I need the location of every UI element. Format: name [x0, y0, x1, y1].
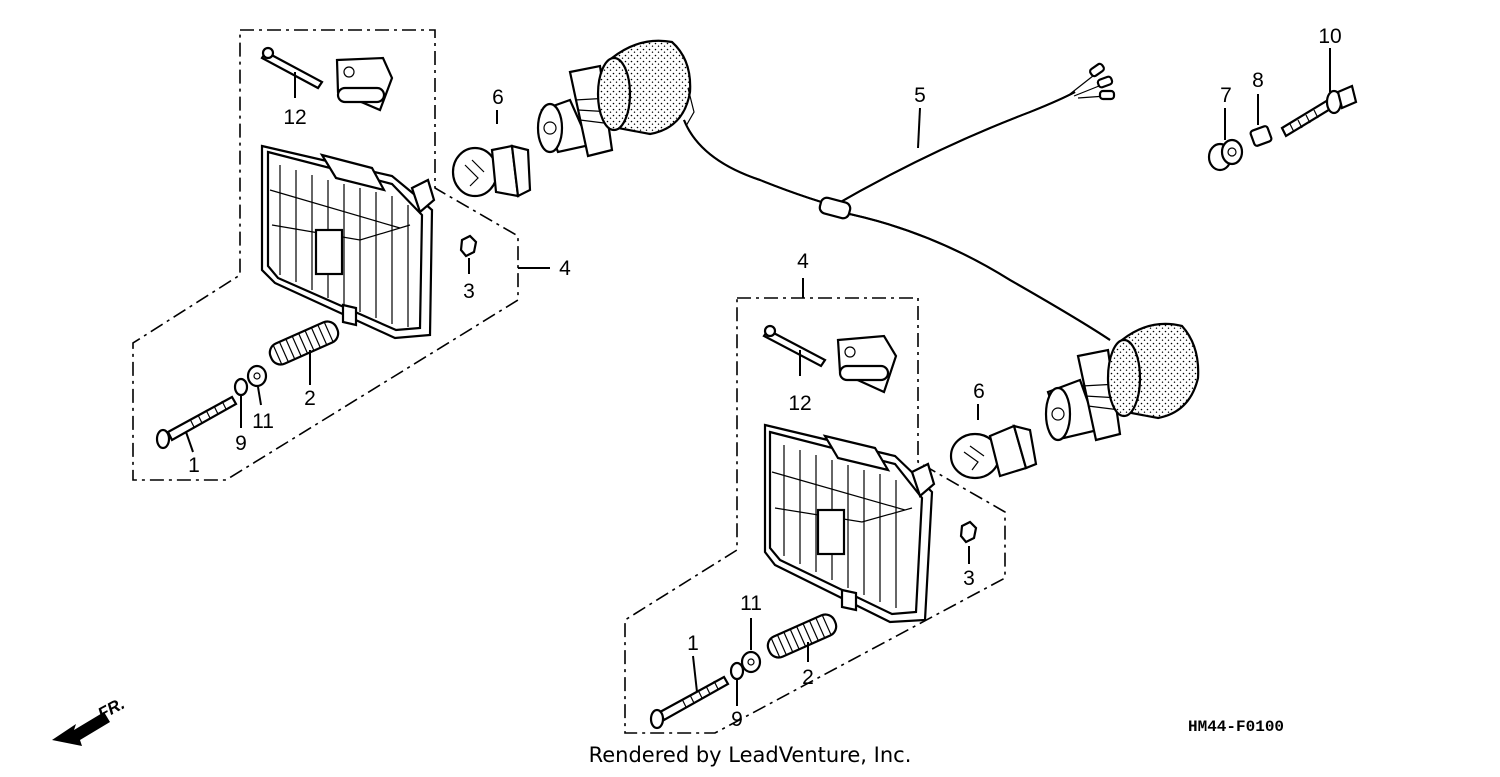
- collar: [1249, 125, 1273, 147]
- left-clip: [260, 46, 324, 90]
- figure-code: HM44-F0100: [1188, 718, 1284, 736]
- right-lamp-housing: [1106, 322, 1200, 420]
- right-headlight-unit: [763, 423, 936, 624]
- left-washer-11: [246, 364, 268, 388]
- right-group-boundary: [624, 297, 1006, 734]
- left-headlight-assembly: 12 3 4 2 11 9 1 6: [132, 29, 571, 481]
- callout-10: 10: [1318, 25, 1341, 48]
- callout-5: 5: [914, 84, 926, 107]
- callout-left-12: 12: [283, 106, 306, 129]
- callout-right-3: 3: [963, 567, 975, 590]
- right-nut: [959, 520, 978, 544]
- callout-right-11: 11: [740, 592, 762, 615]
- callout-right-12: 12: [788, 392, 811, 415]
- callout-left-9: 9: [235, 432, 247, 455]
- screw: [1280, 84, 1358, 138]
- left-spring: [268, 320, 340, 366]
- right-clip: [762, 324, 827, 368]
- callout-right-1: 1: [687, 632, 699, 655]
- callout-right-2: 2: [802, 666, 814, 689]
- callout-right-6: 6: [973, 380, 985, 403]
- callout-8: 8: [1252, 69, 1264, 92]
- callout-left-1: 1: [188, 454, 200, 477]
- callout-left-6: 6: [492, 86, 504, 109]
- callout-left-3: 3: [463, 280, 475, 303]
- grommet: [1207, 138, 1244, 172]
- callout-left-2: 2: [304, 387, 316, 410]
- left-bracket: [335, 56, 394, 112]
- left-nut: [459, 234, 478, 258]
- front-arrow-icon: [52, 712, 110, 746]
- callout-left-4: 4: [559, 257, 571, 280]
- right-washer-11: [740, 650, 762, 674]
- callout-left-11: 11: [252, 410, 274, 433]
- right-spring: [766, 613, 838, 659]
- front-direction-indicator: FR.: [52, 694, 128, 746]
- left-group-boundary: [132, 29, 519, 481]
- left-bulb: [451, 144, 532, 198]
- render-credit: Rendered by LeadVenture, Inc.: [589, 743, 912, 767]
- callout-right-4: 4: [797, 250, 809, 273]
- mount-hardware: 7 8 10: [1207, 25, 1358, 172]
- left-headlight-unit: [260, 144, 436, 340]
- wire-harness: 5: [683, 62, 1116, 341]
- callout-7: 7: [1220, 84, 1232, 107]
- left-washer-9: [233, 377, 249, 397]
- left-bolt: [155, 395, 238, 450]
- right-bolt: [649, 675, 730, 730]
- right-bulb: [949, 424, 1038, 480]
- right-washer-9: [729, 661, 745, 681]
- right-headlight-assembly: 12 3 4 2 11 9 1 6: [624, 250, 1006, 734]
- right-bracket: [836, 334, 898, 394]
- callout-right-9: 9: [731, 708, 743, 731]
- left-lamp-housing: [596, 39, 695, 136]
